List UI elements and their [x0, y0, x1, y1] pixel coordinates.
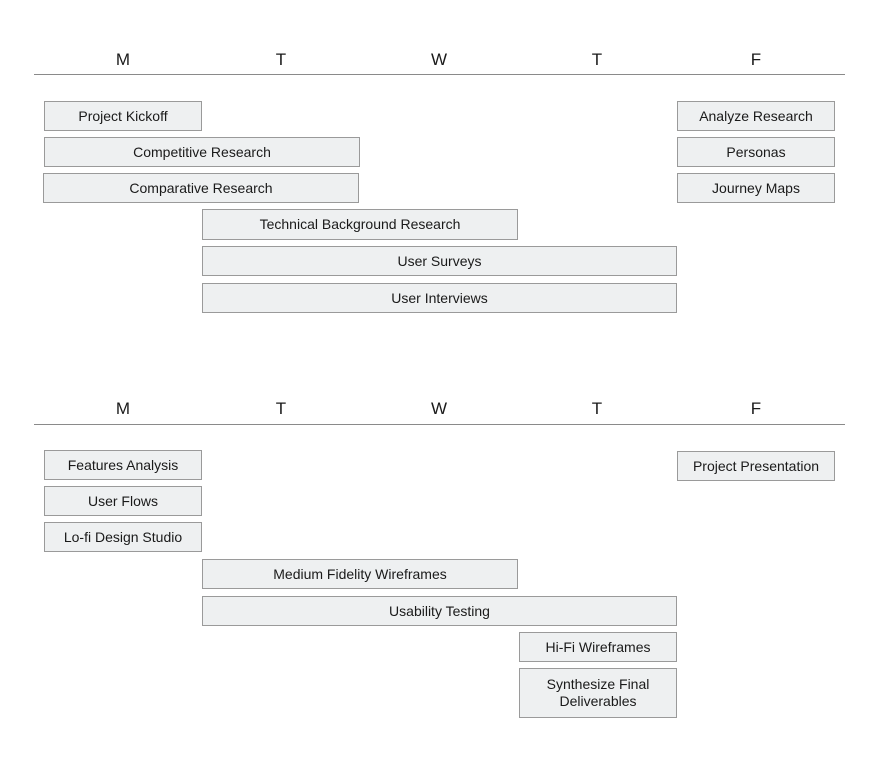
day-header-mon: M	[115, 50, 131, 69]
task-analyze-research: Analyze Research	[677, 101, 835, 131]
task-lofi-design-studio: Lo-fi Design Studio	[44, 522, 202, 552]
day-header-tue: T	[275, 50, 287, 69]
day-header-fri: F	[750, 50, 762, 69]
task-usability-testing: Usability Testing	[202, 596, 677, 626]
day-header-wed: W	[430, 399, 448, 418]
task-synthesize-final-deliverables: Synthesize Final Deliverables	[519, 668, 677, 718]
day-header-thu: T	[591, 399, 603, 418]
task-medium-fidelity-wireframes: Medium Fidelity Wireframes	[202, 559, 518, 589]
header-divider	[34, 424, 845, 425]
task-project-kickoff: Project Kickoff	[44, 101, 202, 131]
task-competitive-research: Competitive Research	[44, 137, 360, 167]
task-technical-background-research: Technical Background Research	[202, 209, 518, 240]
day-header-fri: F	[750, 399, 762, 418]
task-user-surveys: User Surveys	[202, 246, 677, 276]
header-divider	[34, 74, 845, 75]
task-journey-maps: Journey Maps	[677, 173, 835, 203]
task-hifi-wireframes: Hi-Fi Wireframes	[519, 632, 677, 662]
week-2-schedule: M T W T F Features Analysis User Flows L…	[0, 399, 880, 729]
day-header-mon: M	[115, 399, 131, 418]
day-header-wed: W	[430, 50, 448, 69]
task-project-presentation: Project Presentation	[677, 451, 835, 481]
task-user-interviews: User Interviews	[202, 283, 677, 313]
day-header-thu: T	[591, 50, 603, 69]
task-user-flows: User Flows	[44, 486, 202, 516]
day-header-tue: T	[275, 399, 287, 418]
task-comparative-research: Comparative Research	[43, 173, 359, 203]
task-personas: Personas	[677, 137, 835, 167]
task-features-analysis: Features Analysis	[44, 450, 202, 480]
week-1-schedule: M T W T F Project Kickoff Competitive Re…	[0, 50, 880, 320]
